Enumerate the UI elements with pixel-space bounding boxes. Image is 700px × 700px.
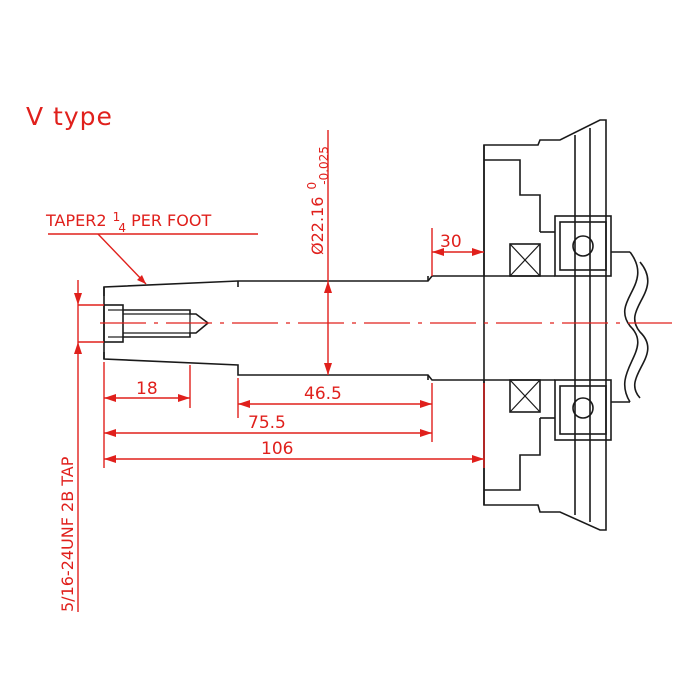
diameter-dimension: Ø22.16 0 -0.025	[301, 130, 332, 375]
dimension-extension-lines	[103, 362, 485, 468]
svg-text:18: 18	[136, 379, 158, 399]
svg-text:106: 106	[261, 439, 293, 459]
svg-text:30: 30	[440, 232, 462, 252]
shaft-outline	[103, 275, 484, 381]
housing	[483, 119, 649, 531]
svg-text:46.5: 46.5	[304, 384, 342, 404]
tap-note: 5/16-24UNF 2B TAP	[58, 280, 104, 612]
svg-text:Ø22.16 0 -0.025: Ø22.16 0 -0.025	[301, 146, 331, 255]
dimension-46-5: 46.5	[238, 384, 432, 408]
drawing-title: V type	[26, 102, 113, 131]
svg-text:5/16-24UNF 2B TAP: 5/16-24UNF 2B TAP	[58, 456, 77, 612]
dimension-18: 18	[104, 379, 190, 402]
dimension-106: 106	[104, 439, 484, 463]
dimension-30: 30	[431, 228, 484, 276]
svg-text:75.5: 75.5	[248, 413, 286, 433]
svg-text:TAPER2 1 4: TAPER2 1 4 PER FOOT	[45, 206, 211, 236]
taper-note: TAPER2 1 4 PER FOOT	[45, 206, 258, 285]
dimension-75-5: 75.5	[104, 413, 432, 437]
